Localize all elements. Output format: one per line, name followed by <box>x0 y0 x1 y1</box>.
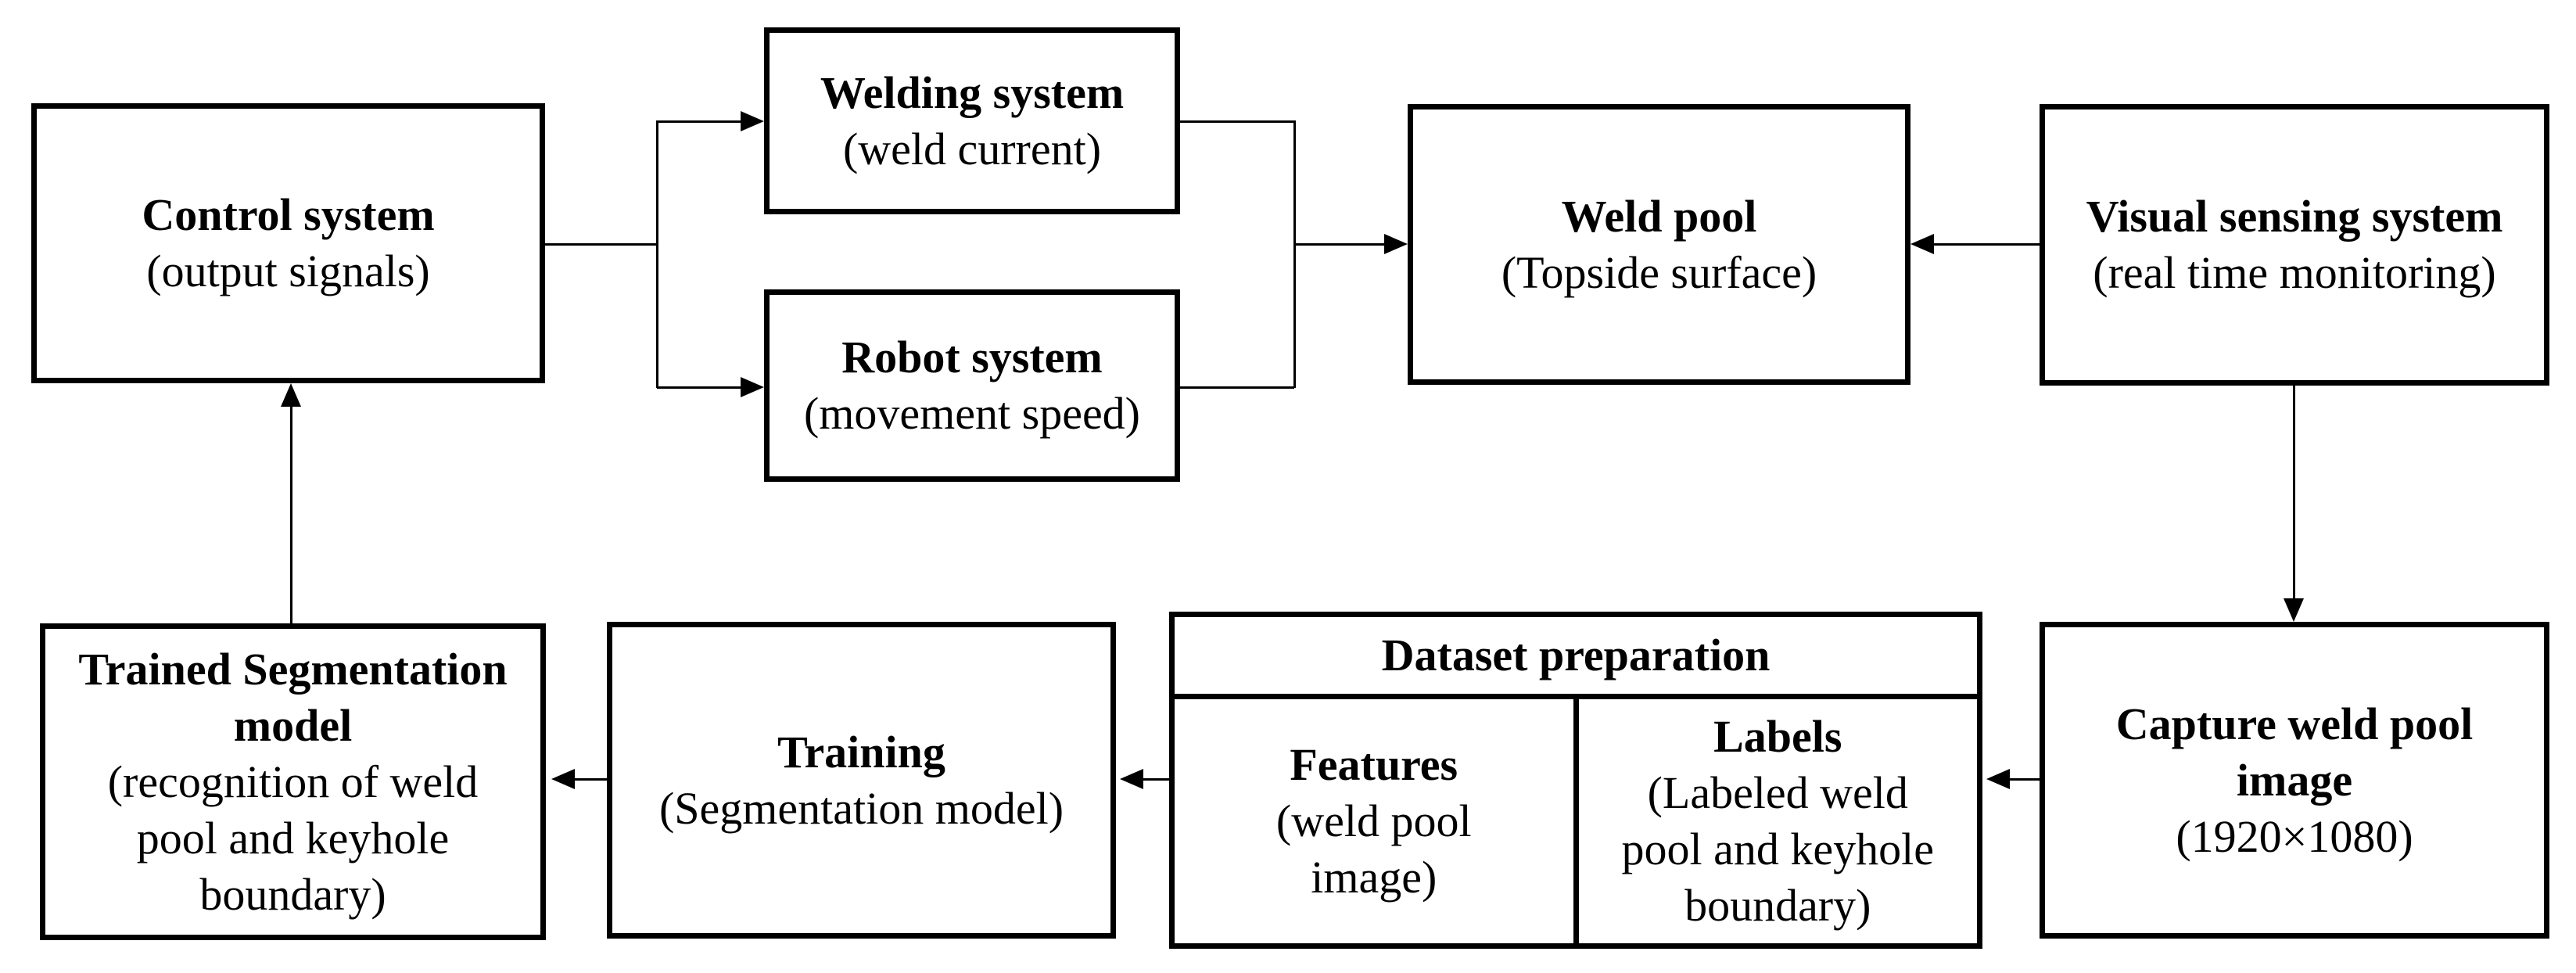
connector-merge-vertical <box>1293 120 1296 388</box>
dataset-preparation-node: Dataset preparation Features (weld pool … <box>1169 612 1982 949</box>
connector-capture-to-dataset <box>2010 778 2040 781</box>
dataset-preparation-header: Dataset preparation <box>1175 617 1977 699</box>
control-system-title: Control system <box>142 189 435 240</box>
labels-cell: Labels (Labeled weld pool and keyhole bo… <box>1573 699 1978 943</box>
connector-control-out <box>545 243 657 246</box>
control-system-subtitle: (output signals) <box>146 246 430 296</box>
arrowhead-into-dataset <box>1986 769 2010 789</box>
connector-dataset-to-training <box>1143 778 1169 781</box>
arrowhead-into-training <box>1120 769 1143 789</box>
arrowhead-into-robot <box>741 377 764 397</box>
labels-subtitle: (Labeled weld pool and keyhole boundary) <box>1621 767 1934 931</box>
connector-robot-branch <box>657 386 741 389</box>
capture-image-title: Capture weld pool image <box>2115 698 2474 806</box>
dataset-cells-row: Features (weld pool image) Labels (Label… <box>1175 699 1977 943</box>
arrowhead-into-weld-pool-right <box>1910 234 1934 254</box>
arrowhead-into-capture <box>2284 598 2304 622</box>
connector-split-vertical <box>656 120 658 388</box>
welding-system-node: Welding system (weld current) <box>764 27 1180 214</box>
visual-sensing-node: Visual sensing system (real time monitor… <box>2040 104 2549 386</box>
training-subtitle: (Segmentation model) <box>658 782 1064 834</box>
weld-pool-node: Weld pool (Topside surface) <box>1408 104 1910 385</box>
arrowhead-into-welding <box>741 111 764 131</box>
weld-pool-subtitle: (Topside surface) <box>1501 246 1817 298</box>
training-title: Training <box>777 726 945 777</box>
visual-sensing-title: Visual sensing system <box>2086 191 2503 242</box>
trained-model-subtitle: (recognition of weld pool and keyhole bo… <box>107 756 479 920</box>
connector-merge-to-weld-pool <box>1294 243 1384 246</box>
weld-pool-title: Weld pool <box>1561 190 1757 242</box>
connector-visual-to-weld-pool <box>1934 243 2040 246</box>
control-system-node: Control system (output signals) <box>31 103 545 383</box>
training-node: Training (Segmentation model) <box>607 622 1116 939</box>
connector-training-to-trained <box>575 778 607 781</box>
capture-image-node: Capture weld pool image (1920×1080) <box>2040 622 2549 939</box>
robot-system-subtitle: (movement speed) <box>803 388 1140 439</box>
welding-system-title: Welding system <box>820 66 1125 118</box>
welding-system-subtitle: (weld current) <box>842 123 1102 174</box>
arrowhead-into-trained-model <box>551 769 575 789</box>
dataset-preparation-title: Dataset preparation <box>1381 630 1771 680</box>
features-cell: Features (weld pool image) <box>1175 699 1573 943</box>
connector-welding-branch <box>657 120 741 123</box>
trained-model-title: Trained Segmentation model <box>78 643 508 751</box>
connector-welding-out <box>1180 120 1294 123</box>
connector-trained-up <box>290 405 292 623</box>
features-title: Features <box>1290 739 1458 790</box>
trained-model-node: Trained Segmentation model (recognition … <box>40 623 546 940</box>
capture-image-subtitle: (1920×1080) <box>2176 810 2413 862</box>
visual-sensing-subtitle: (real time monitoring) <box>2093 247 2496 298</box>
robot-system-title: Robot system <box>841 332 1103 382</box>
features-subtitle: (weld pool image) <box>1275 795 1472 903</box>
connector-visual-down <box>2293 386 2295 598</box>
arrowhead-into-control <box>281 383 301 407</box>
connector-robot-out <box>1180 386 1294 389</box>
arrowhead-into-weld-pool <box>1384 234 1408 254</box>
labels-title: Labels <box>1713 711 1842 762</box>
robot-system-node: Robot system (movement speed) <box>764 289 1180 482</box>
